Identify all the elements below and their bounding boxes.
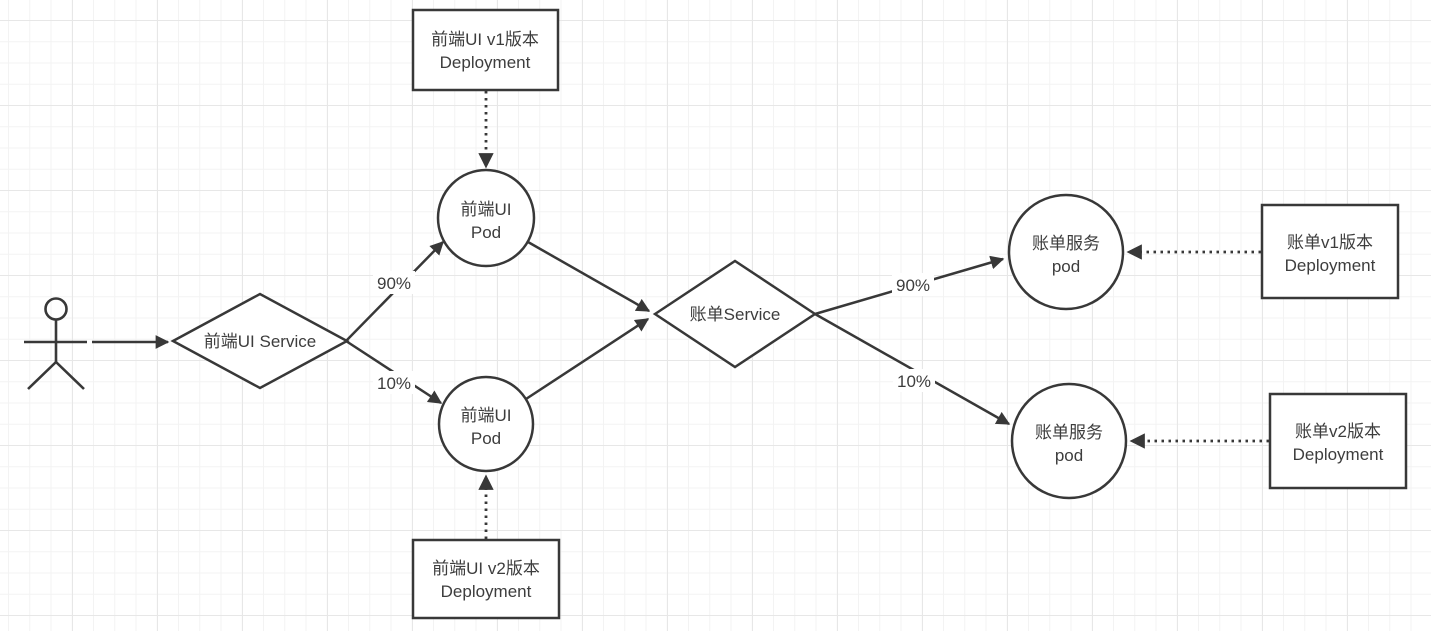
billing-v1-deployment-label-line1: 账单v1版本 [1287, 233, 1373, 252]
edge-label-billing-10: 10% [893, 369, 935, 392]
actor-head [44, 297, 68, 321]
frontend-pod-v1-label-line1: 前端UI [461, 200, 512, 219]
frontend-v2-deployment-label-line2: Deployment [441, 582, 532, 601]
frontend-v2-deployment-label-line1: 前端UI v2版本 [432, 559, 540, 578]
billing-pod-v1-node[interactable]: 账单服务 pod [1007, 193, 1125, 311]
billing-pod-v2-label-line2: pod [1055, 446, 1083, 465]
edge-frontend-pod-v2-to-billing-service[interactable] [525, 317, 650, 401]
frontend-pod-v1-node[interactable]: 前端UI Pod [436, 168, 536, 268]
edge-label-frontend-90: 90% [373, 271, 415, 294]
frontend-v2-deployment-node[interactable]: 前端UI v2版本 Deployment [411, 538, 561, 620]
billing-pod-v1-label-line2: pod [1052, 257, 1080, 276]
edge-label-text: 10% [897, 372, 931, 391]
frontend-pod-v2-label-line1: 前端UI [461, 406, 512, 425]
edge-label-text: 90% [896, 276, 930, 295]
edge-label-billing-90: 90% [892, 273, 934, 296]
frontend-pod-v2-label-line2: Pod [471, 429, 501, 448]
billing-pod-v2-node[interactable]: 账单服务 pod [1010, 382, 1128, 500]
billing-v2-deployment-label-line1: 账单v2版本 [1295, 422, 1381, 441]
edge-label-frontend-10: 10% [373, 371, 415, 394]
billing-v2-deployment-label-line2: Deployment [1293, 445, 1384, 464]
user-actor-node[interactable] [24, 297, 87, 390]
billing-service-label: 账单Service [690, 305, 781, 324]
billing-v1-deployment-label-line2: Deployment [1285, 256, 1376, 275]
frontend-v1-deployment-label-line1: 前端UI v1版本 [431, 30, 539, 49]
frontend-v1-deployment-node[interactable]: 前端UI v1版本 Deployment [411, 8, 560, 92]
edge-label-text: 10% [377, 374, 411, 393]
frontend-pod-v1-label-line2: Pod [471, 223, 501, 242]
frontend-v1-deployment-label-line2: Deployment [440, 53, 531, 72]
edge-label-text: 90% [377, 274, 411, 293]
actor-legs [27, 360, 85, 390]
billing-v2-deployment-node[interactable]: 账单v2版本 Deployment [1268, 392, 1408, 490]
billing-pod-v1-label-line1: 账单服务 [1032, 234, 1100, 253]
frontend-service-label: 前端UI Service [204, 332, 316, 351]
billing-service-node[interactable]: 账单Service [652, 259, 818, 369]
edge-frontend-pod-v1-to-billing-service[interactable] [527, 240, 651, 313]
frontend-pod-v2-node[interactable]: 前端UI Pod [437, 375, 535, 473]
billing-v1-deployment-node[interactable]: 账单v1版本 Deployment [1260, 203, 1400, 300]
frontend-service-node[interactable]: 前端UI Service [170, 292, 350, 390]
billing-pod-v2-label-line1: 账单服务 [1035, 423, 1103, 442]
